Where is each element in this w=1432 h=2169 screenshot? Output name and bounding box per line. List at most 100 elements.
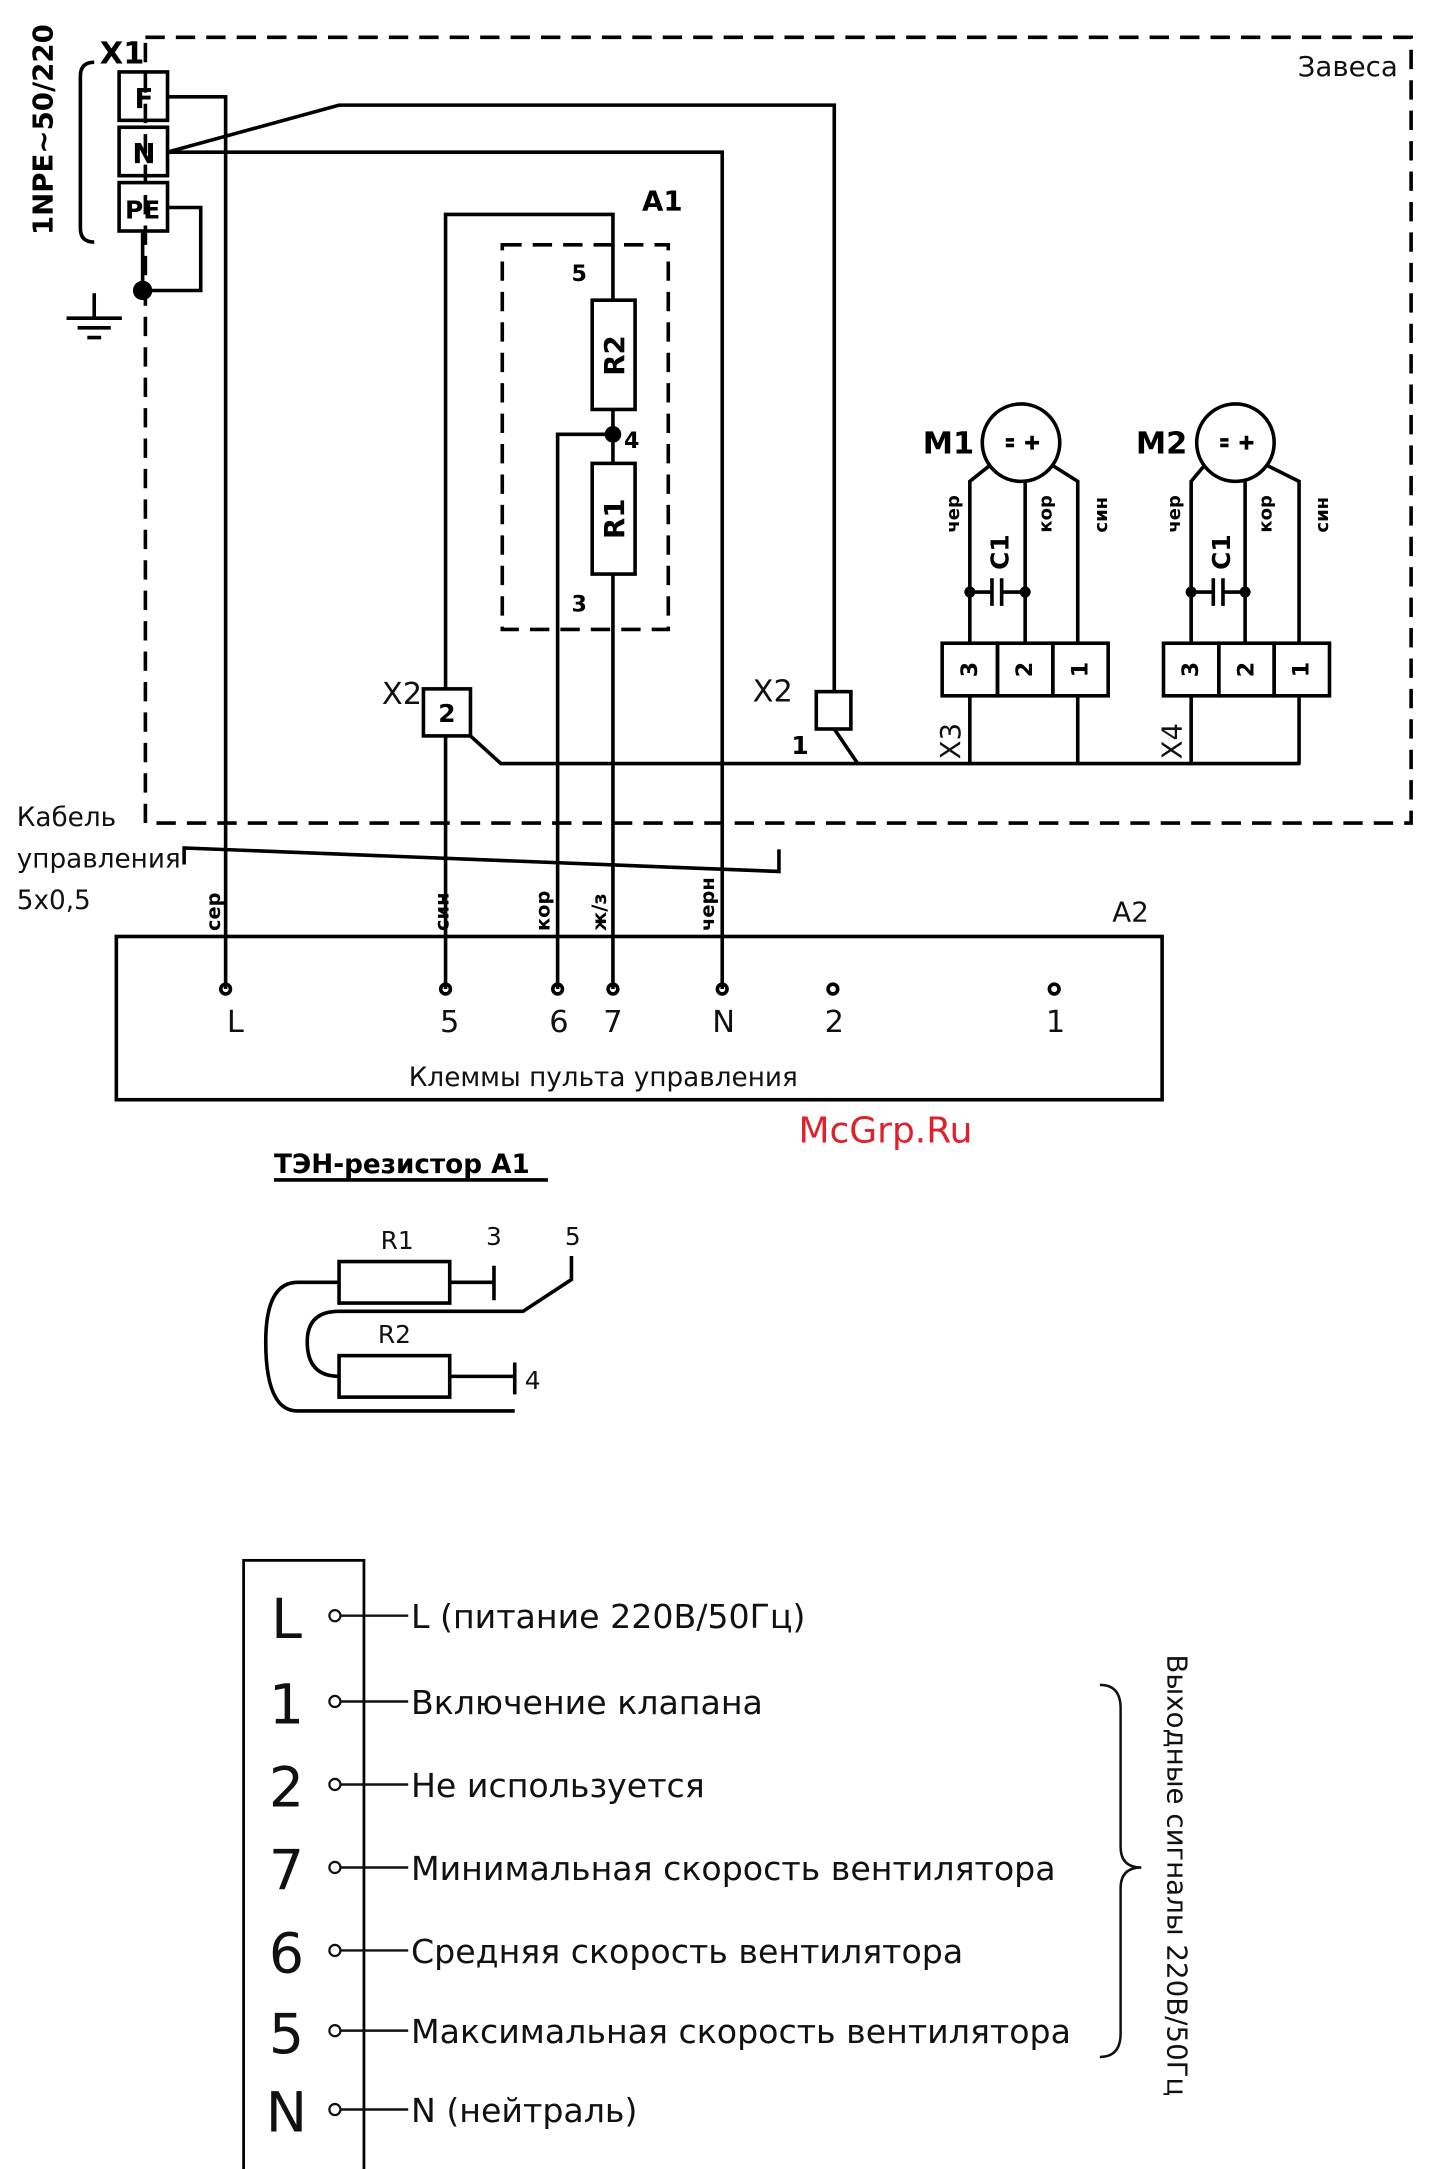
legend-brace [1099,1683,1142,2059]
legend-pin: L [271,1588,302,1652]
a1-label: A1 [642,184,683,217]
legend-row: 6 Средняя скорость вентилятора [269,1923,963,1987]
cable-label-2: управления [17,844,181,874]
resistor-r1 [590,461,637,576]
x1-terminal-pe: PE [125,196,160,225]
motor-symbol-icon [1005,435,1039,450]
a1-boundary [500,243,671,632]
legend-description: Максимальная скорость вентилятора [411,2012,1071,2051]
x2-right-terminal [814,689,853,731]
a2-terminal-6: 6 [549,1005,568,1040]
watermark: McGrp.Ru [799,1111,973,1152]
legend-pin: 2 [269,1757,304,1821]
legend-pin: 7 [269,1840,304,1904]
a2-label: A2 [1112,895,1149,928]
legend-row: 5 Максимальная скорость вентилятора [269,2003,1071,2067]
a1-pin-3: 3 [571,591,586,617]
m1-wire-blue: син [1091,497,1112,533]
wires [140,95,1301,990]
wire-yellow-green-label: ж/з [588,893,611,931]
terminal-icon [328,1609,342,1623]
terminal-icon [328,1943,342,1958]
heater-pin-3: 3 [486,1222,502,1251]
cable-wire-labels: сер син кор ж/з черн [202,877,719,931]
legend-description: Не используется [411,1766,705,1805]
legend-row: 2 Не используется [269,1757,705,1821]
x3-pin-2: 2 [1012,662,1038,677]
motor-icon [1194,402,1276,484]
wire-blue-label: син [430,893,453,931]
wire-black-label: черн [696,877,719,931]
cable-bracket [182,846,781,874]
x3-pin-1: 1 [1067,662,1093,677]
heater-r1-label: R1 [381,1226,414,1255]
legend-description: L (питание 220В/50Гц) [411,1597,805,1636]
legend-pin: 5 [269,2003,304,2067]
terminal-icon [328,1777,342,1792]
x3-label: X3 [934,723,967,760]
resistor-r2 [590,298,637,412]
x1-terminal-f: F [135,82,154,115]
cable-label-1: Кабель [17,803,116,833]
a1-pin-4: 4 [624,428,639,454]
a2-terminal-2: 2 [825,1005,844,1040]
cable-label-3: 5x0,5 [17,886,91,916]
enclosure-boundary [143,35,1413,825]
legend-pin: N [266,2082,307,2146]
m2-wire-blue: син [1312,497,1333,533]
legend-description: Минимальная скорость вентилятора [411,1849,1056,1888]
a2-control-panel [114,934,1164,1102]
enclosure-label: Завеса [1298,50,1398,83]
m2-wire-brown: кор [1255,495,1276,533]
terminal-icon [328,1694,342,1709]
wire-brown-label: кор [531,891,554,931]
terminal-icon [328,1860,342,1875]
m1-label: M1 [923,427,974,462]
m2-wire-black: чер [1164,495,1185,533]
legend-description: Средняя скорость вентилятора [411,1932,963,1971]
heater-pin-4: 4 [525,1366,541,1395]
r2-label: R2 [598,335,631,376]
legend-pin: 1 [269,1674,304,1738]
motor-m2: M2 чер кор син C1 3 2 1 X4 [1136,402,1333,764]
legend-description: N (нейтраль) [411,2091,637,2130]
m1-wire-black: чер [943,495,964,533]
a2-terminal-7: 7 [603,1005,622,1040]
a2-terminal-1: 1 [1046,1005,1065,1040]
r1-label: R1 [598,498,631,539]
pe-junction [132,280,153,301]
legend-pin: 6 [269,1923,304,1987]
a2-terminal-l: L [227,1005,244,1040]
x2-left-label: X2 [382,677,422,712]
x1-label: X1 [100,37,145,72]
a2-title: Клеммы пульта управления [409,1063,798,1093]
legend-row: L L (питание 220В/50Гц) [271,1588,805,1652]
m2-label: M2 [1136,427,1187,462]
x4-pin-2: 2 [1233,662,1259,677]
terminal-icon [328,2024,342,2038]
x4-pin-1: 1 [1289,662,1315,677]
node-4 [604,426,622,443]
terminal-icon [328,2102,342,2117]
x1-terminal-block: F N PE [117,70,170,233]
heater-r2-label: R2 [378,1320,411,1349]
x2-right-label: X2 [753,674,793,709]
a2-terminals: L 5 6 7 N 2 1 [218,982,1065,1040]
ground-icon [66,293,122,340]
x4-label: X4 [1155,723,1188,760]
legend-group-label: Выходные сигналы 220В/50Гц [1161,1654,1194,2096]
m2-capacitor-label: C1 [1207,534,1236,570]
motor-m1: M1 чер кор син C1 3 2 1 X3 [923,402,1112,764]
x4-pin-3: 3 [1178,662,1204,677]
x3-pin-3: 3 [957,662,983,677]
motor-symbol-icon [1220,435,1254,450]
motor-icon [980,402,1062,484]
a2-terminal-5: 5 [440,1005,459,1040]
supply-label: 1NPE~50/220 [27,24,60,235]
heater-detail: R1 R2 3 5 4 [263,1222,581,1413]
x1-terminal-n: N [132,137,155,170]
